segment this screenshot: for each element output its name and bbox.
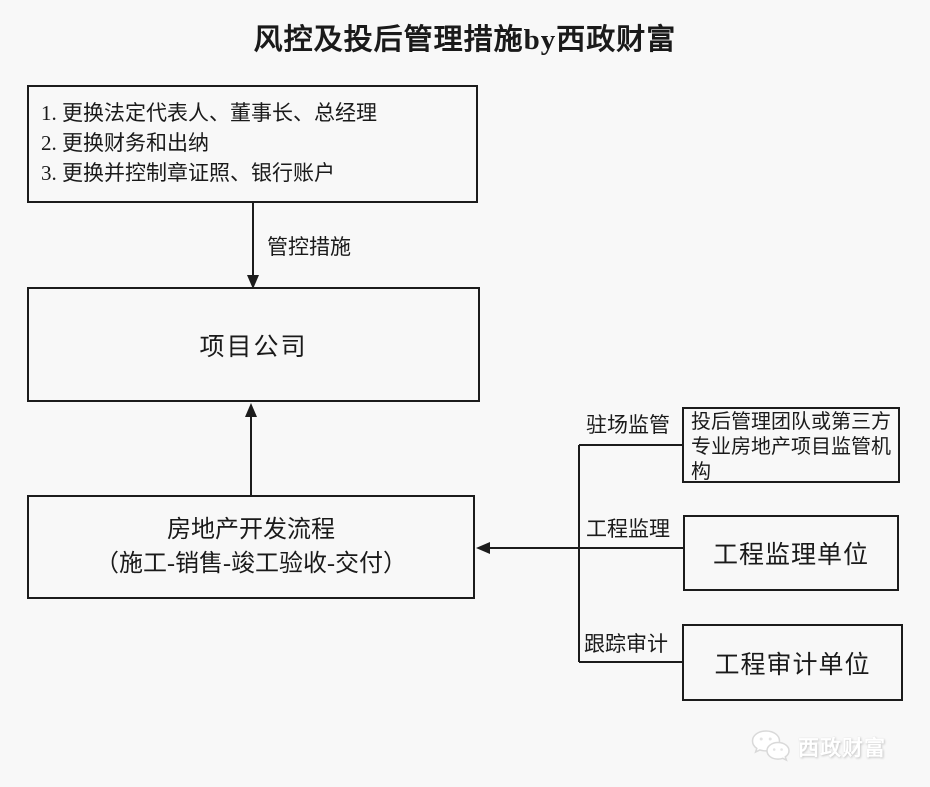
- control-measures-box: 1. 更换法定代表人、董事长、总经理 2. 更换财务和出纳 3. 更换并控制章证…: [27, 85, 478, 203]
- control-measures-arrow-label: 管控措施: [267, 235, 351, 259]
- arrow-dev-to-project-head: [245, 403, 257, 417]
- development-process-title: 房地产开发流程: [167, 517, 335, 543]
- control-measure-item-3: 3. 更换并控制章证照、银行账户: [41, 161, 335, 185]
- development-process-stages: （施工-销售-竣工验收-交付）: [95, 551, 407, 577]
- project-company-label: 项目公司: [199, 333, 308, 361]
- watermark-text: 西政财富: [798, 737, 886, 760]
- arrow-right-to-dev-head: [476, 542, 490, 554]
- management-team-box: 投后管理团队或第三方专业房地产项目监管机构: [682, 407, 900, 483]
- watermark: 西政财富: [749, 728, 886, 766]
- engineering-supervision-label: 工程监理: [586, 517, 670, 541]
- arrow-measures-to-project-head: [247, 275, 259, 289]
- onsite-supervision-label: 驻场监管: [586, 413, 670, 437]
- development-process-box: 房地产开发流程 （施工-销售-竣工验收-交付）: [27, 495, 475, 599]
- page-title: 风控及投后管理措施by西政财富: [253, 24, 677, 56]
- management-team-label: 投后管理团队或第三方专业房地产项目监管机构: [691, 411, 891, 483]
- control-measure-item-1: 1. 更换法定代表人、董事长、总经理: [41, 101, 377, 125]
- engineering-audit-unit-box: 工程审计单位: [682, 624, 903, 701]
- project-company-box: 项目公司: [27, 287, 480, 402]
- engineering-supervision-unit-box: 工程监理单位: [683, 515, 899, 591]
- tracking-audit-label: 跟踪审计: [584, 632, 668, 656]
- control-measure-item-2: 2. 更换财务和出纳: [41, 131, 209, 155]
- engineering-audit-unit-label: 工程审计单位: [714, 651, 871, 679]
- engineering-supervision-unit-label: 工程监理单位: [712, 542, 869, 569]
- wechat-bubbles-icon: [751, 730, 790, 762]
